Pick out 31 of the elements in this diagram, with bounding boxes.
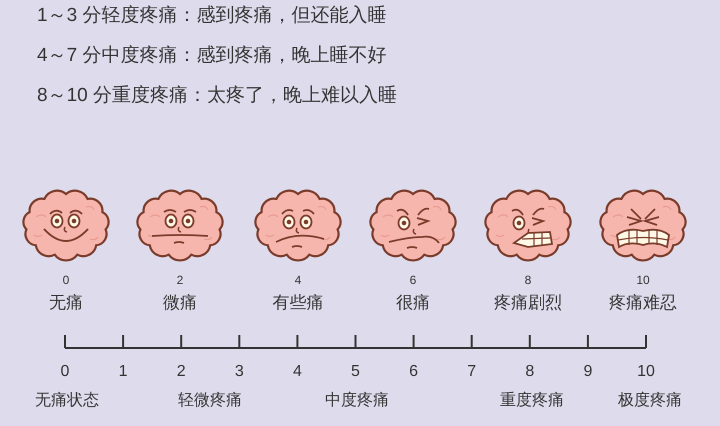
pain-level-label: 疼痛剧烈 [494, 293, 562, 313]
pain-level-label: 微痛 [163, 293, 197, 313]
pain-score: 0 [62, 273, 70, 287]
scale-number: 8 [524, 362, 536, 382]
scale-number: 3 [234, 362, 245, 382]
scale-number: 0 [60, 362, 70, 382]
pain-score: 10 [636, 273, 650, 287]
scale-number: 7 [466, 362, 478, 382]
pain-category-label: 极度疼痛 [617, 391, 683, 411]
scale-number: 9 [582, 362, 594, 382]
pain-score: 6 [410, 273, 416, 287]
pain-category-label: 无痛状态 [34, 391, 100, 411]
pain-range-description: 4～7 分中度疼痛：感到疼痛，晚上睡不好 [37, 44, 386, 68]
scale-number: 2 [176, 362, 187, 382]
pain-score: 2 [176, 273, 184, 287]
scale-number: 6 [408, 362, 420, 382]
scale-number: 4 [292, 362, 303, 382]
pain-category-label: 重度疼痛 [499, 391, 565, 411]
pain-level-label: 疼痛难忍 [609, 293, 677, 313]
pain-category-label: 中度疼痛 [324, 391, 390, 411]
pain-score: 8 [524, 273, 532, 287]
pain-range-description: 8～10 分重度疼痛：太疼了，晚上难以入睡 [37, 84, 397, 108]
pain-level-label: 有些痛 [272, 293, 324, 313]
pain-level-label: 无痛 [49, 293, 83, 313]
pain-category-label: 轻微疼痛 [177, 391, 243, 411]
pain-level-label: 很痛 [396, 293, 430, 313]
scale-number: 5 [350, 362, 361, 382]
scale-number: 1 [118, 362, 129, 382]
scale-number: 10 [636, 362, 656, 382]
pain-range-description: 1～3 分轻度疼痛：感到疼痛，但还能入睡 [37, 4, 386, 28]
pain-score: 4 [294, 273, 302, 287]
